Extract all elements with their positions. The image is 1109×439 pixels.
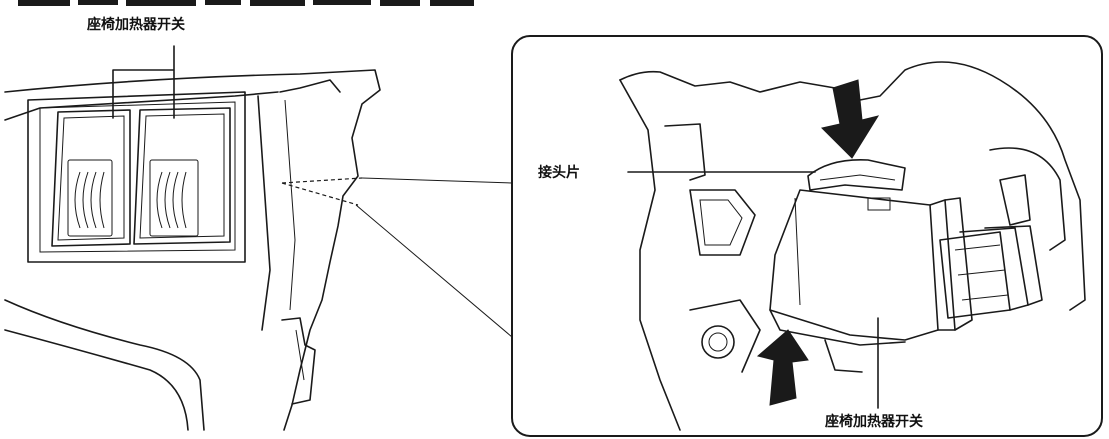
cropped-top-caption [18,0,474,6]
label-connector-tab: 接头片 [538,165,580,181]
label-seat-heater-switch-right: 座椅加热器开关 [825,414,923,430]
seat-heater-switch-right [133,107,231,245]
press-down-arrow-icon [821,79,880,159]
seat-heater-switch-body [769,189,1043,373]
label-seat-heater-switch-left: 座椅加热器开关 [87,17,185,33]
press-up-arrow-icon [756,329,809,406]
seat-heater-switch-left [51,109,131,247]
zoom-detail-panel [511,35,1103,437]
left-console-drawing [4,45,513,431]
